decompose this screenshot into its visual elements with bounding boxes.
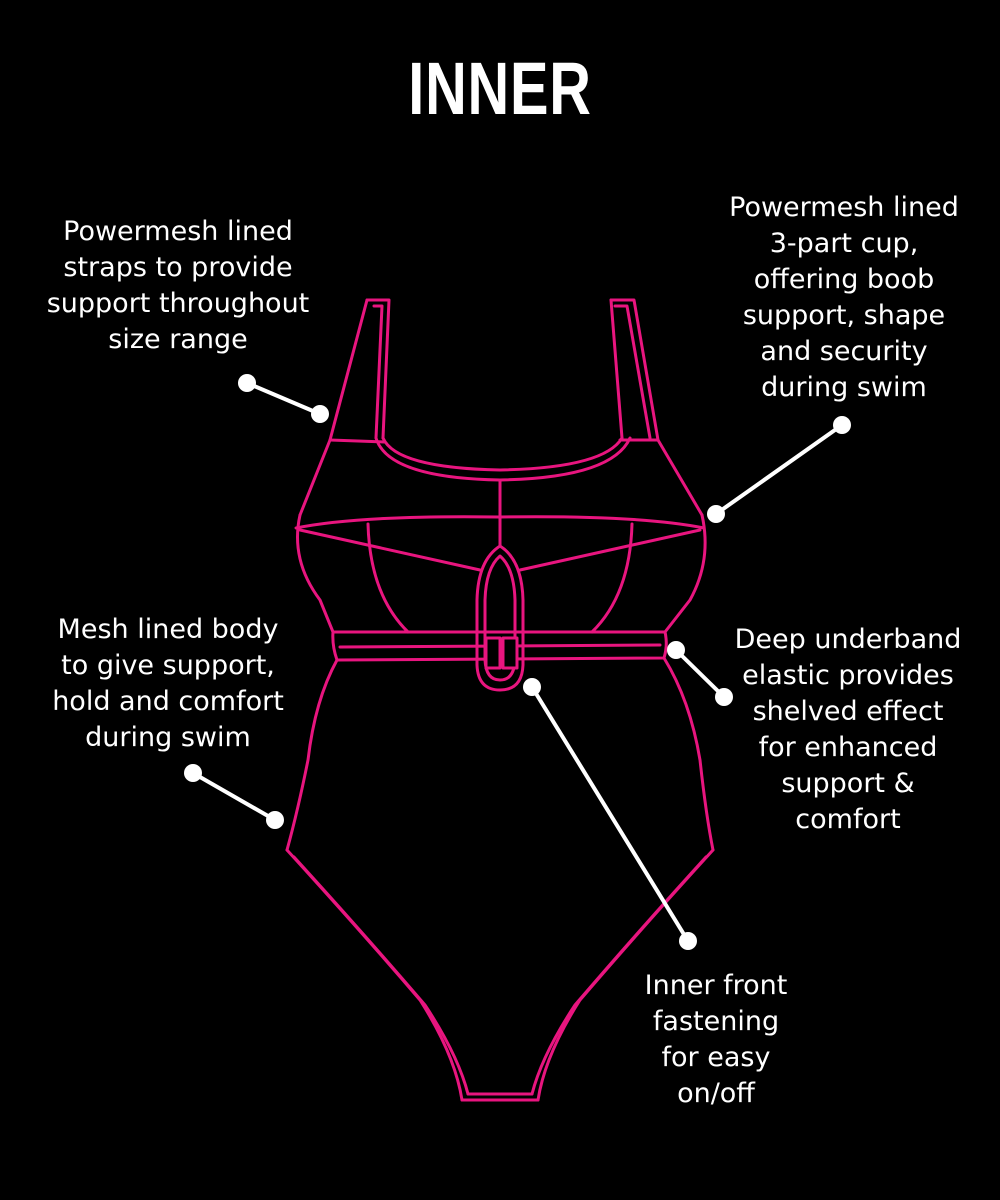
- callout-line: offering boob: [753, 264, 935, 295]
- callout-line: 3-part cup,: [769, 228, 919, 259]
- callout-line: and security: [760, 336, 928, 367]
- callout-line: support throughout: [46, 288, 310, 319]
- callout-line: on/off: [677, 1078, 755, 1109]
- callout-straps: Powermesh lined straps to provide suppor…: [28, 214, 328, 358]
- callout-line: Mesh lined body: [57, 614, 279, 645]
- callout-cup: Powermesh lined 3-part cup, offering boo…: [694, 190, 994, 406]
- callout-line: during swim: [761, 372, 927, 403]
- callout-line: support, shape: [742, 300, 946, 331]
- pointer-dot: [707, 505, 725, 523]
- pointer-dot: [311, 405, 329, 423]
- callout-line: elastic provides: [742, 660, 954, 691]
- callout-line: Powermesh lined: [63, 216, 293, 247]
- callout-line: during swim: [85, 722, 251, 753]
- pointer-dot: [679, 932, 697, 950]
- callout-line: for easy: [661, 1042, 771, 1073]
- pointer-dot: [833, 416, 851, 434]
- callout-line: shelved effect: [752, 696, 944, 727]
- page-title: INNER: [408, 47, 592, 130]
- pointer-dots: [184, 374, 851, 950]
- swimsuit-outline: [285, 298, 715, 1102]
- callout-line: straps to provide: [63, 252, 293, 283]
- callout-fastening: Inner front fastening for easy on/off: [566, 968, 866, 1112]
- callout-body: Mesh lined body to give support, hold an…: [18, 612, 318, 756]
- callout-line: fastening: [652, 1006, 780, 1037]
- callout-line: to give support,: [61, 650, 275, 681]
- callout-line: comfort: [795, 804, 901, 835]
- pointer-dot: [523, 678, 541, 696]
- callout-line: hold and comfort: [52, 686, 284, 717]
- callout-line: for enhanced: [758, 732, 938, 763]
- callout-underband: Deep underband elastic provides shelved …: [698, 622, 998, 838]
- callout-line: Inner front: [644, 970, 788, 1001]
- pointer-dot: [184, 764, 202, 782]
- callout-line: support &: [781, 768, 915, 799]
- pointer-dot: [266, 811, 284, 829]
- callout-line: Deep underband: [734, 624, 962, 655]
- pointer-dot: [238, 374, 256, 392]
- pointer-dot: [667, 641, 685, 659]
- callout-line: size range: [108, 324, 248, 355]
- pointer-lines: [191, 381, 844, 943]
- pointer-dot: [715, 688, 733, 706]
- callout-line: Powermesh lined: [729, 192, 959, 223]
